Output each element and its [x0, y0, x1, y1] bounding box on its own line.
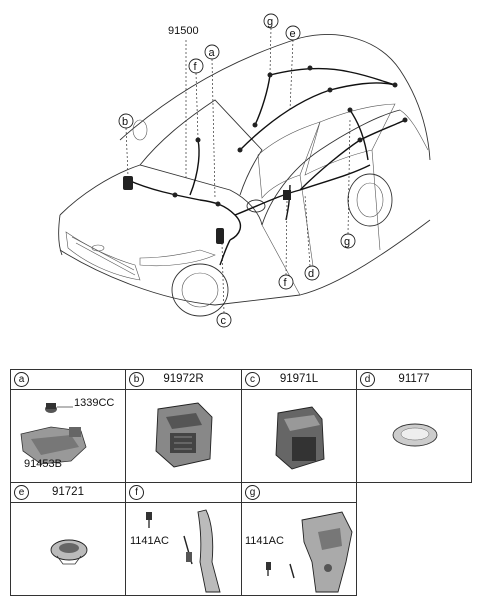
connector-b-icon: [155, 402, 213, 468]
part-cell-c: c 91971L: [241, 369, 357, 483]
callout-1339CC: 1339CC: [74, 397, 115, 409]
svg-text:e: e: [290, 28, 296, 40]
callout-91453B: 91453B: [24, 458, 62, 470]
part-cell-header: e 91721: [11, 483, 125, 503]
cell-letter: g: [245, 485, 260, 500]
callout-c: c: [216, 243, 232, 328]
part-number: 91721: [52, 486, 84, 498]
car-outline: [58, 34, 431, 317]
part-cell-header: a: [11, 370, 125, 390]
callout-1141AC: 1141AC: [245, 535, 284, 547]
callout-b: b: [118, 113, 134, 177]
callout-a: a: [204, 44, 220, 199]
part-cell-e: e 91721: [10, 482, 126, 596]
callout-g-right: g: [340, 119, 356, 249]
part-cell-d: d 91177: [356, 369, 472, 483]
part-cell-header: c 91971L: [242, 370, 356, 390]
svg-text:b: b: [122, 116, 128, 128]
wiring-harness-diagram: 91500 a b c d e f f g: [58, 13, 431, 328]
part-cell-b: b 91972R: [125, 369, 242, 483]
part-cell-header: b 91972R: [126, 370, 241, 390]
cell-letter: c: [245, 372, 260, 387]
part-number: 91177: [398, 373, 430, 385]
callout-1141AC: 1141AC: [130, 535, 169, 547]
part-cell-header: f: [126, 483, 241, 503]
callout-g-top: g: [263, 13, 279, 74]
svg-text:f: f: [194, 61, 198, 73]
main-part-number: 91500: [168, 25, 199, 37]
callout-f-bottom: f: [278, 199, 294, 290]
cell-letter: a: [14, 372, 29, 387]
callout-f-top: f: [188, 58, 204, 139]
part-cell-header: d 91177: [357, 370, 471, 390]
parts-table: a 1339CC 91453B b 91972R: [10, 369, 472, 596]
part-number: 91971L: [279, 373, 319, 385]
wiring-harness: [123, 65, 408, 266]
cell-letter: d: [360, 372, 375, 387]
svg-text:c: c: [221, 315, 227, 327]
svg-text:g: g: [267, 16, 273, 28]
connector-c-icon: [275, 406, 325, 470]
cell-letter: f: [129, 485, 144, 500]
svg-text:a: a: [209, 47, 216, 59]
part-cell-header: g: [242, 483, 356, 503]
part-cell-f: f 1141AC: [125, 482, 242, 596]
svg-text:d: d: [308, 268, 314, 280]
callout-e: e: [285, 25, 301, 111]
bracket-g-icon: [266, 511, 353, 593]
plug-d-icon: [392, 423, 438, 447]
grommet-e-icon: [50, 539, 88, 565]
cell-letter: e: [14, 485, 29, 500]
part-cell-g: g 1141AC: [241, 482, 357, 596]
bracket-and-nut-icon: [20, 403, 87, 465]
cell-letter: b: [129, 372, 144, 387]
svg-text:g: g: [344, 236, 350, 248]
part-number: 91972R: [163, 373, 204, 385]
bolt-and-pillar-f-icon: [146, 509, 221, 593]
part-cell-a: a 1339CC 91453B: [10, 369, 126, 483]
svg-text:f: f: [284, 277, 288, 289]
callout-d: d: [304, 194, 320, 281]
